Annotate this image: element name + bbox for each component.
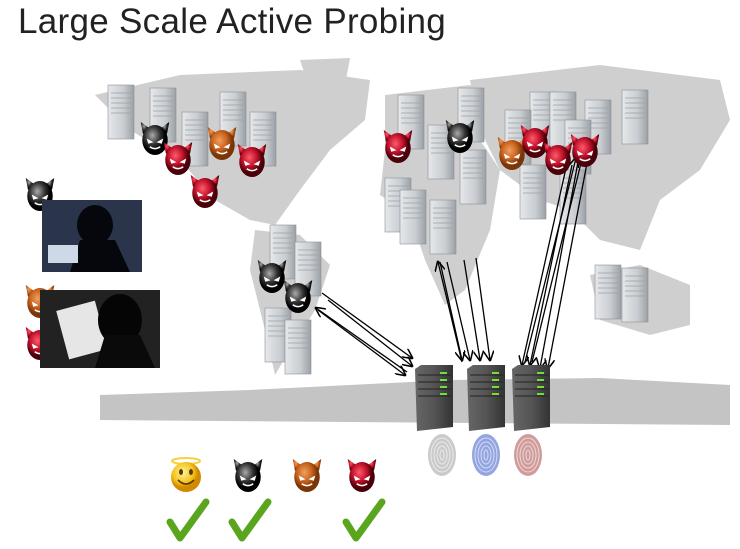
devil-black-icon <box>233 459 263 492</box>
server-icon <box>107 84 135 140</box>
devil-orange-icon <box>207 127 237 160</box>
server-icon <box>519 164 547 220</box>
probe-arrow <box>548 157 589 368</box>
devil-black-icon <box>257 260 287 293</box>
probe-arrow <box>522 167 567 365</box>
measurement-server-icon <box>415 365 453 431</box>
fingerprints <box>428 434 542 476</box>
fingerprint-icon <box>428 434 456 476</box>
fingerprint-icon <box>472 434 500 476</box>
legend-item-probe-black <box>228 459 272 542</box>
server-icon <box>429 199 457 255</box>
probe-arrow <box>524 158 576 363</box>
server-icon <box>594 264 622 320</box>
devil-red-icon <box>570 134 600 167</box>
attacker-photo-vader <box>40 290 160 368</box>
legend <box>166 457 386 542</box>
slide-title: Large Scale Active Probing <box>18 2 447 41</box>
probe-arrow <box>530 164 573 365</box>
devil-red-icon <box>383 130 413 163</box>
map-greenland <box>300 58 350 90</box>
checkmark-icon <box>228 498 272 542</box>
legend-item-benign-user <box>166 457 210 542</box>
map-antarctica <box>100 378 730 425</box>
server-icon <box>399 189 427 245</box>
legend-item-probe-orange <box>292 459 322 492</box>
devil-red-icon <box>543 142 573 175</box>
server-icon <box>427 124 455 180</box>
measurement-server-icon <box>467 365 505 431</box>
server-icon <box>459 149 487 205</box>
probe-arrow <box>438 262 463 363</box>
probe-arrow <box>439 261 462 360</box>
devil-orange-icon <box>292 459 322 492</box>
server-icon <box>264 307 292 363</box>
probe-arrows <box>316 155 589 375</box>
devil-red-icon <box>347 459 377 492</box>
devil-red-icon <box>163 142 193 175</box>
probe-arrow <box>531 155 583 363</box>
angel-smiley-icon <box>171 457 201 492</box>
probe-arrow <box>540 161 579 368</box>
devil-black-icon <box>283 280 313 313</box>
probe-arrow <box>327 299 412 366</box>
probe-arrow <box>463 259 480 360</box>
devil-red-icon <box>190 175 220 208</box>
legend-item-probe-red <box>342 459 386 542</box>
devil-red-icon <box>520 125 550 158</box>
probe-arrow <box>321 292 412 358</box>
devil-black-icon <box>140 122 170 155</box>
devil-black-icon <box>445 120 475 153</box>
server-icon <box>284 319 312 375</box>
probe-arrow <box>446 261 470 360</box>
server-icon <box>621 267 649 323</box>
measurement-servers <box>415 365 550 431</box>
probe-server-cluster <box>107 84 649 375</box>
measurement-server-icon <box>512 365 550 431</box>
probe-arrow <box>317 309 405 375</box>
attacker-photo-hooded <box>42 200 142 272</box>
probe-arrow <box>475 257 490 360</box>
probe-arrow <box>316 308 408 373</box>
fingerprint-icon <box>514 434 542 476</box>
checkmark-icon <box>166 498 210 542</box>
checkmark-icon <box>342 498 386 542</box>
server-icon <box>621 89 649 145</box>
devil-red-icon <box>237 144 267 177</box>
